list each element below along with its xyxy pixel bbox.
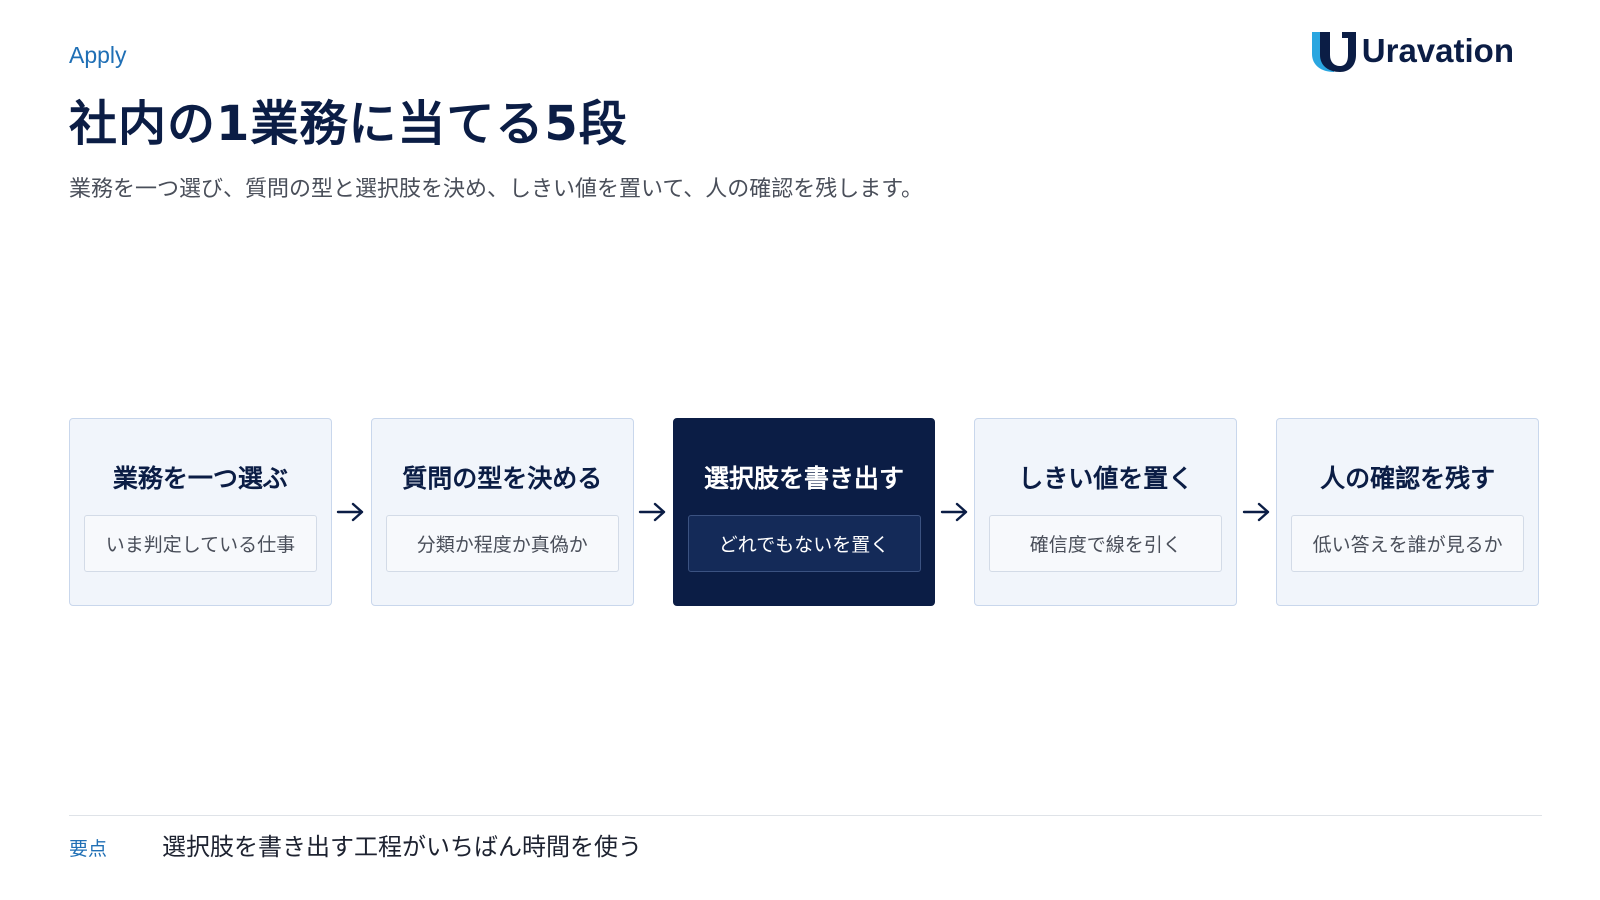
arrow-right-icon [1237, 418, 1276, 606]
arrow-right-icon [634, 418, 673, 606]
step-subtitle: 分類か程度か真偽か [385, 515, 619, 572]
brand-logo: Uravation [1308, 28, 1514, 74]
step-subtitle: 低い答えを誰が見るか [1291, 515, 1525, 572]
step-title: 業務を一つ選ぶ [112, 464, 288, 493]
step-title: 人の確認を残す [1320, 464, 1496, 493]
step-title: 質問の型を決める [402, 464, 603, 493]
key-point-text: 選択肢を書き出す工程がいちばん時間を使う [162, 833, 642, 861]
step-4: しきい値を置く 確信度で線を引く [974, 418, 1238, 606]
key-point-label: 要点 [69, 838, 108, 860]
process-flow: 業務を一つ選ぶ いま判定している仕事 質問の型を決める 分類か程度か真偽か 選択… [69, 418, 1540, 606]
step-3-highlighted: 選択肢を書き出す どれでもないを置く [672, 418, 936, 606]
eyebrow-label: Apply [69, 42, 127, 68]
step-title: 選択肢を書き出す [704, 464, 905, 493]
page-subtitle: 業務を一つ選び、質問の型と選択肢を決め、しきい値を置いて、人の確認を残します。 [69, 177, 924, 202]
page-title: 社内の1業務に当てる5段 [69, 96, 628, 152]
arrow-right-icon [332, 418, 371, 606]
arrow-right-icon [935, 418, 974, 606]
step-2: 質問の型を決める 分類か程度か真偽か [370, 418, 634, 606]
step-subtitle: どれでもないを置く [687, 515, 921, 572]
step-5: 人の確認を残す 低い答えを誰が見るか [1276, 418, 1540, 606]
step-subtitle: 確信度で線を引く [989, 515, 1223, 572]
footer-divider [69, 815, 1542, 816]
step-subtitle: いま判定している仕事 [83, 515, 317, 572]
step-1: 業務を一つ選ぶ いま判定している仕事 [69, 418, 332, 606]
logo-wordmark: Uravation [1361, 32, 1514, 69]
uravation-logo-mark-icon [1311, 32, 1356, 72]
step-title: しきい値を置く [1018, 464, 1194, 493]
